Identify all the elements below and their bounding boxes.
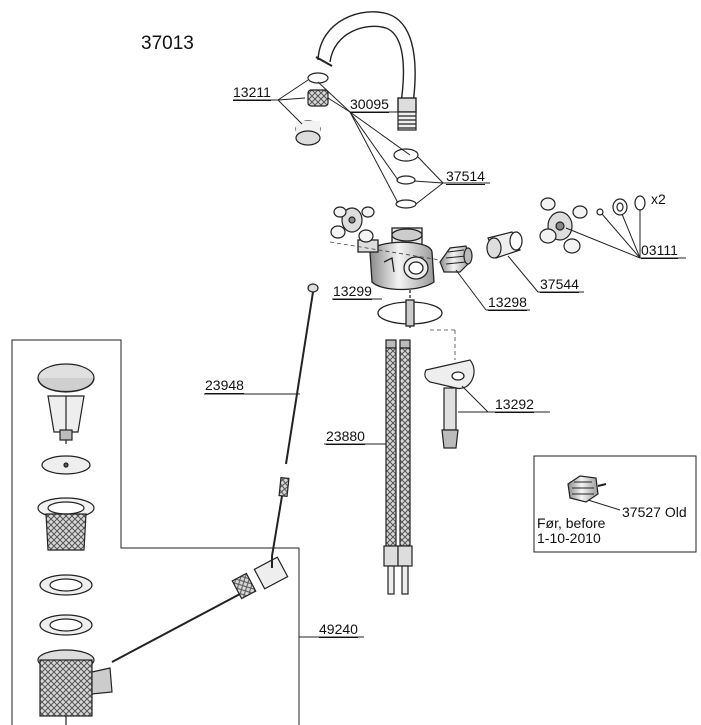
flexible-hoses xyxy=(383,339,413,595)
waste-washers xyxy=(39,574,93,636)
right-cross-handle xyxy=(539,197,588,254)
cartridge-nut xyxy=(486,231,523,259)
base-oring xyxy=(377,290,443,330)
waste-body xyxy=(37,649,113,725)
inset-note-line1: Før, before xyxy=(537,515,606,531)
handle-screw-and-caps xyxy=(596,195,646,216)
pull-rod xyxy=(271,283,319,557)
inset-frame xyxy=(533,455,697,553)
fixing-bracket xyxy=(424,359,475,449)
spout-seals xyxy=(393,148,419,209)
cartridge xyxy=(439,245,473,273)
label-aerator-oring: 30095 xyxy=(350,96,389,113)
spout xyxy=(315,11,417,113)
spout-thread xyxy=(397,111,417,131)
aerator-parts xyxy=(295,72,329,146)
label-aerator: 13211 xyxy=(233,84,271,101)
inset-note: Før, before 1-10-2010 xyxy=(537,516,605,546)
waste-washer-top xyxy=(41,455,91,475)
inset-note-line2: 1-10-2010 xyxy=(537,530,601,546)
waste-horizontal-rod xyxy=(111,556,289,663)
label-old-cartridge: 37527 Old xyxy=(622,504,687,520)
label-pull-rod: 23948 xyxy=(205,377,244,394)
label-handle-parts: 03111 xyxy=(641,242,678,259)
left-cross-handle xyxy=(330,206,375,243)
label-spout-seals: 37514 xyxy=(446,168,485,185)
assembly-centerlines xyxy=(329,241,456,360)
label-handle-qty: x2 xyxy=(651,191,666,207)
label-fixing-bracket: 13292 xyxy=(495,396,534,413)
waste-flange xyxy=(37,497,95,551)
inset-leader xyxy=(587,499,621,511)
seal-leader-lines xyxy=(349,111,490,205)
label-hoses: 23880 xyxy=(326,428,365,445)
diagram-title: 37013 xyxy=(141,33,194,54)
label-popup-waste: 49240 xyxy=(319,621,358,638)
handle-leaders xyxy=(565,210,686,259)
label-cartridge-nut: 37544 xyxy=(540,276,579,293)
label-cartridge: 13298 xyxy=(488,294,527,311)
popup-plug xyxy=(37,363,95,444)
old-cartridge xyxy=(567,475,607,503)
popup-waste-frame xyxy=(11,339,300,725)
label-base-oring: 13299 xyxy=(333,283,372,300)
